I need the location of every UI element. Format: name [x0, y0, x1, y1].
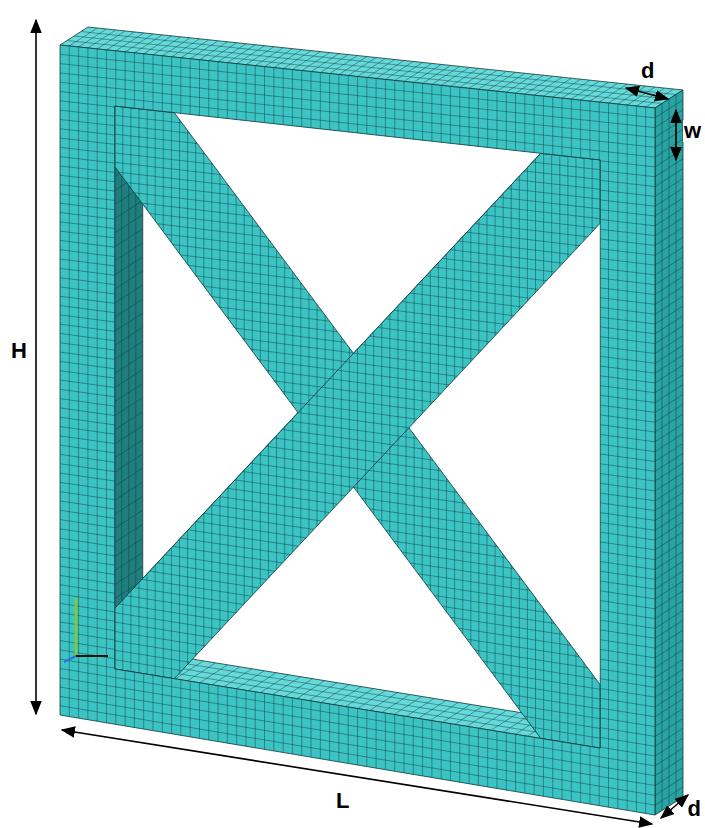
frame-side-face	[655, 90, 683, 815]
diagonal-brace	[115, 106, 601, 748]
frame-front-face	[60, 45, 655, 815]
frame-mesh	[67, 28, 683, 811]
dimension-label: d	[640, 60, 655, 82]
brace-mesh	[115, 106, 601, 748]
dimension-label: w	[683, 120, 702, 142]
wall-mesh	[115, 88, 629, 748]
dimension-arrow	[675, 110, 677, 160]
dimension-arrows	[36, 20, 688, 824]
dimension-arrow	[35, 20, 37, 714]
dimension-label: d	[687, 798, 702, 820]
frame-drawing	[60, 27, 683, 815]
dimension-label: H	[10, 340, 28, 362]
dimension-arrow	[661, 795, 688, 818]
axis-triad	[64, 598, 108, 662]
dimension-arrow	[626, 88, 668, 99]
dimension-arrow	[62, 730, 652, 824]
dimension-label: L	[335, 790, 350, 812]
frame-mesh	[60, 46, 655, 813]
